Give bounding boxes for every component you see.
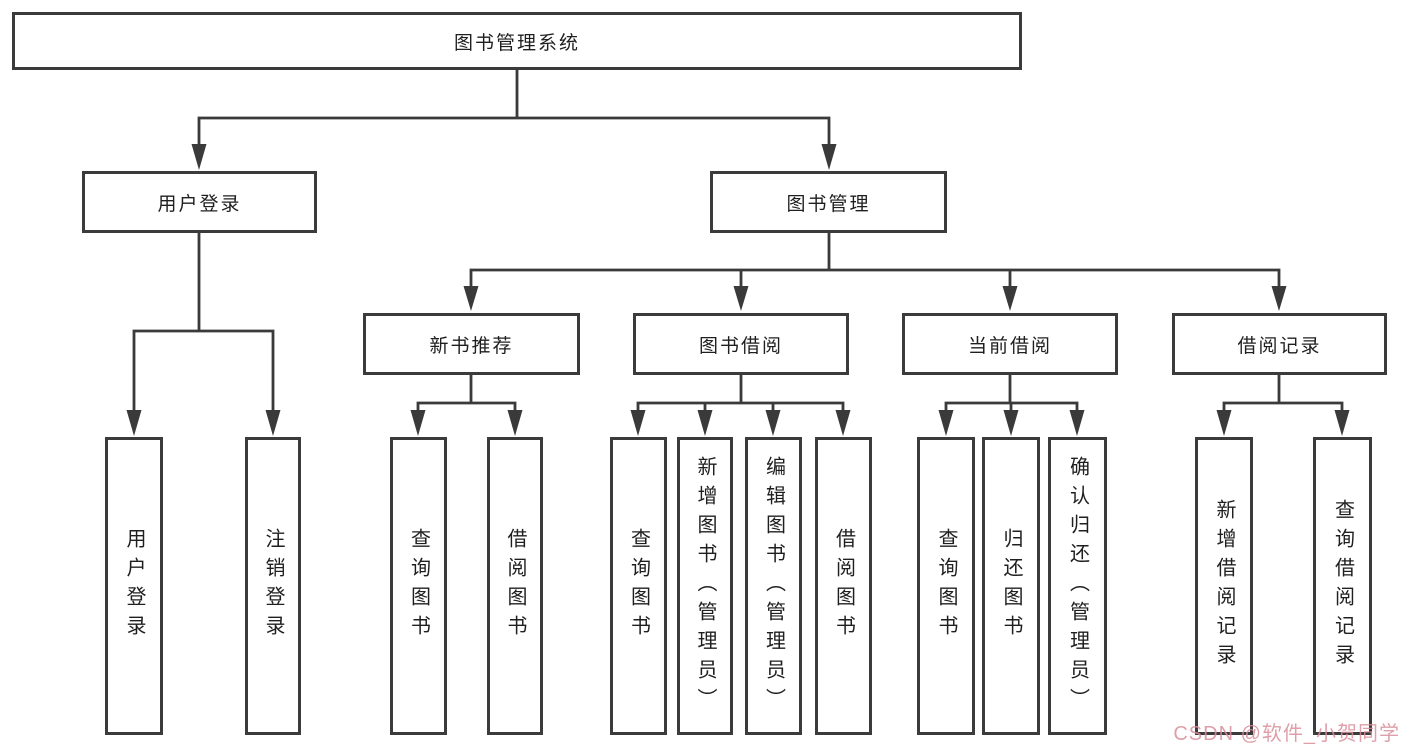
node-book-borrowing: 图书借阅 [633,313,849,375]
connector-user-login-branch [126,231,281,436]
arrowhead [1003,410,1019,436]
leaf-borrowing-edit-admin: 编辑图书（管理员） [745,437,802,735]
arrowhead [765,410,781,436]
connector-root-to-level2 [191,68,837,170]
leaf-label: 归还图书 [1000,528,1022,644]
arrowhead [507,410,523,436]
connector-book-borrowing-branch [630,373,851,436]
leaf-new-books-borrow: 借阅图书 [487,437,543,735]
arrowhead [126,410,142,436]
leaf-label: 借阅图书 [832,528,855,644]
node-root-system: 图书管理系统 [12,12,1022,70]
arrowhead [1271,286,1287,311]
connector-current-borrowing-branch [938,373,1085,436]
leaf-label: 查询图书 [407,528,430,644]
arrowhead [1216,410,1232,436]
leaf-label: 新增图书（管理员） [694,455,716,717]
leaf-label: 查询图书 [627,528,650,644]
leaf-current-confirm-admin: 确认归还（管理员） [1048,437,1107,735]
leaf-records-add: 新增借阅记录 [1195,437,1253,735]
arrowhead [191,144,207,170]
leaf-borrowing-add-admin: 新增图书（管理员） [677,437,733,735]
node-book-management-group: 图书管理 [710,171,947,233]
leaf-label: 确认归还（管理员） [1066,455,1089,717]
leaf-new-books-query: 查询图书 [390,437,447,735]
leaf-label: 借阅图书 [504,528,526,644]
connector-book-management-branch [463,231,1287,311]
node-new-books: 新书推荐 [363,313,580,375]
leaf-logout: 注销登录 [245,437,301,735]
leaf-label: 查询借阅记录 [1331,499,1354,673]
watermark: CSDN @软件_小贺同学 [1173,723,1400,745]
node-user-login-group: 用户登录 [82,171,317,233]
leaf-user-login: 用户登录 [105,437,163,735]
leaf-current-return: 归还图书 [982,437,1040,735]
leaf-label: 编辑图书（管理员） [762,455,785,717]
leaf-label: 注销登录 [262,528,284,644]
arrowhead [630,410,646,436]
leaf-label: 用户登录 [123,528,145,644]
arrowhead [1334,410,1350,436]
leaf-records-query: 查询借阅记录 [1313,437,1372,735]
leaf-current-query: 查询图书 [917,437,975,735]
arrowhead [463,286,479,311]
arrowhead [938,410,954,436]
connector-borrowing-records-branch [1216,373,1350,436]
arrowhead [697,410,713,436]
leaf-borrowing-query: 查询图书 [610,437,667,735]
leaf-label: 新增借阅记录 [1213,499,1235,673]
leaf-label: 查询图书 [935,528,957,644]
arrowhead [821,144,837,170]
node-current-borrowing: 当前借阅 [902,313,1118,375]
leaf-borrowing-borrow: 借阅图书 [815,437,872,735]
connector-new-books-branch [410,373,523,436]
arrowhead [410,410,426,436]
arrowhead [835,410,851,436]
arrowhead [1069,410,1085,436]
arrowhead [265,410,281,436]
arrowhead [733,286,749,311]
arrowhead [1002,286,1018,311]
node-borrowing-records: 借阅记录 [1172,313,1387,375]
